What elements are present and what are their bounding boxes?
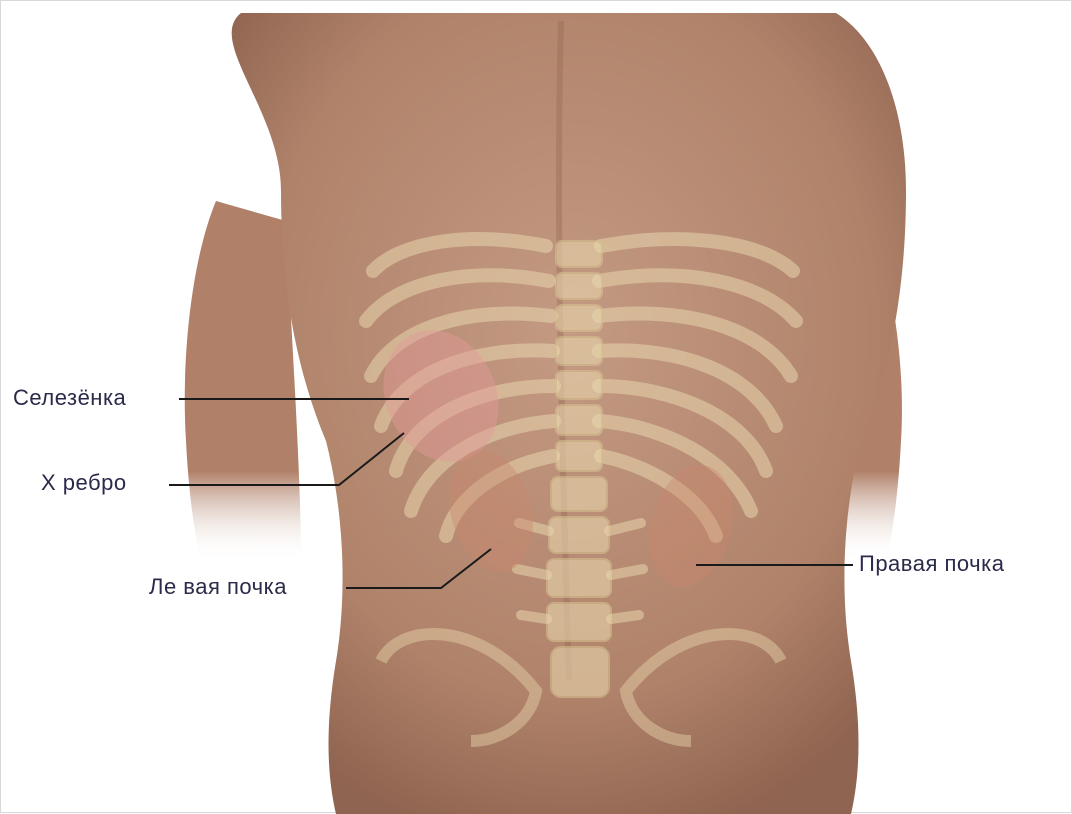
label-left-kidney: Ле вая почка [149,574,287,600]
vertebral-column [547,241,611,697]
label-right-kidney: Правая почка [859,551,1004,577]
label-spleen: Селезёнка [13,385,126,411]
label-rib: X ребро [41,470,127,496]
